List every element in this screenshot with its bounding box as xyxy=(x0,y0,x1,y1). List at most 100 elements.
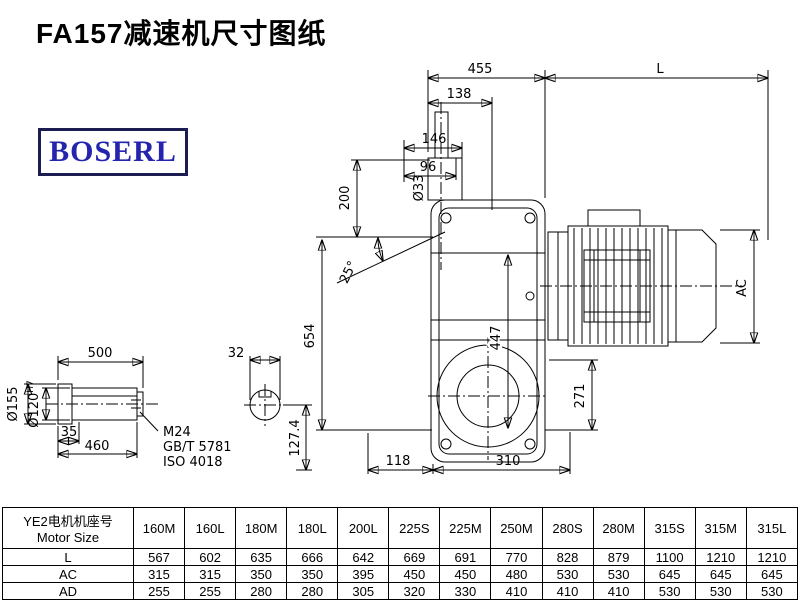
dim-label: 460 xyxy=(85,439,110,454)
value-cell: 770 xyxy=(490,548,543,566)
dim-AC: AC xyxy=(720,230,760,343)
bolt-hole xyxy=(440,438,452,450)
value-cell: 530 xyxy=(541,565,594,583)
dim-label: 200 xyxy=(338,186,353,211)
value-cell: 255 xyxy=(132,582,186,600)
dim-32: 32 xyxy=(228,346,280,400)
value-cell: 669 xyxy=(388,548,441,566)
angle-arc xyxy=(378,238,383,261)
value-cell: 315 xyxy=(184,565,237,583)
value-cell: 645 xyxy=(643,565,696,583)
value-cell: 450 xyxy=(388,565,441,583)
shaft-detail-view xyxy=(46,383,158,425)
value-cell: 642 xyxy=(337,548,390,566)
shaft-cross-section xyxy=(244,384,286,426)
motor-size-cell: 225M xyxy=(439,507,492,549)
dim-460: 460 xyxy=(58,422,137,458)
dim-label: L xyxy=(656,62,664,77)
row-label: AC xyxy=(2,565,134,583)
dim-25deg: 25° xyxy=(336,231,446,286)
dim-120h7: Ø120H7 xyxy=(26,380,70,428)
dim-label: 138 xyxy=(447,87,472,102)
dim-138: 138 xyxy=(428,87,492,210)
fan-cover xyxy=(667,229,717,343)
motor-size-cell: 250M xyxy=(490,507,543,549)
value-cell: 879 xyxy=(592,548,645,566)
row-label: L xyxy=(2,548,134,566)
dim-label: 35 xyxy=(61,425,78,440)
motor-size-cell: 280S xyxy=(541,507,594,549)
dim-shaft-diameter: Ø33 xyxy=(412,175,427,202)
row-label: AD xyxy=(2,582,134,600)
housing-outline xyxy=(430,199,546,463)
thread-standard-label: GB/T 5781 xyxy=(163,440,232,455)
value-cell: 602 xyxy=(184,548,237,566)
logo-text: BOSERL xyxy=(49,135,177,168)
value-cell: 450 xyxy=(439,565,492,583)
dim-label: 96 xyxy=(420,160,437,175)
boserl-logo: BOSERL xyxy=(38,128,188,176)
value-cell: 280 xyxy=(286,582,339,600)
value-cell: 530 xyxy=(745,582,799,600)
value-cell: 410 xyxy=(592,582,645,600)
bolt-hole xyxy=(524,212,536,224)
value-cell: 315 xyxy=(132,565,186,583)
dim-label: 127.4 xyxy=(288,419,303,456)
dim-310: 310 xyxy=(433,432,570,474)
gearbox-main-view xyxy=(427,102,548,463)
leader-line xyxy=(139,411,159,432)
value-cell: 395 xyxy=(337,565,390,583)
dim-654: 654 xyxy=(303,236,433,430)
motor-size-cell: 315S xyxy=(643,507,696,549)
dim-label: 118 xyxy=(386,454,411,469)
dim-127-4: 127.4 xyxy=(283,405,312,470)
dim-35: 35 xyxy=(58,422,79,458)
value-cell: 1100 xyxy=(643,548,696,566)
thread-iso-label: ISO 4018 xyxy=(163,455,223,470)
angle-line xyxy=(336,231,446,284)
value-cell: 645 xyxy=(694,565,747,583)
value-cell: 645 xyxy=(745,565,799,583)
thread-callout: M24 GB/T 5781 ISO 4018 xyxy=(139,411,232,470)
value-cell: 691 xyxy=(439,548,492,566)
motor-size-cell: 280M xyxy=(592,507,645,549)
value-cell: 828 xyxy=(541,548,594,566)
motor-size-cell: 200L xyxy=(337,507,390,549)
dim-label: AC xyxy=(735,279,750,297)
dim-155: Ø155 xyxy=(6,384,56,424)
dim-118: 118 xyxy=(368,433,433,474)
value-cell: 480 xyxy=(490,565,543,583)
value-cell: 635 xyxy=(235,548,288,566)
dim-455: 455 xyxy=(428,62,545,198)
bolt-hole xyxy=(525,291,535,301)
motor-view xyxy=(540,209,742,347)
motor-size-cell: 315M xyxy=(694,507,747,549)
dim-label: 271 xyxy=(573,384,588,409)
motor-size-cell: 180L xyxy=(286,507,339,549)
value-cell: 567 xyxy=(132,548,186,566)
dim-label: 447 xyxy=(489,326,504,351)
shaft-end-step xyxy=(136,391,144,417)
bolt-hole xyxy=(440,212,452,224)
motor-size-cell: 160M xyxy=(132,507,186,549)
winding-head xyxy=(639,311,651,323)
keyway-slot xyxy=(258,391,272,398)
dim-label: 654 xyxy=(303,324,318,349)
value-cell: 410 xyxy=(541,582,594,600)
value-cell: 1210 xyxy=(694,548,747,566)
motor-size-header-cn: YE2电机机座号 xyxy=(23,514,113,529)
terminal-box xyxy=(587,209,641,227)
thread-size-label: M24 xyxy=(163,425,191,440)
value-cell: 330 xyxy=(439,582,492,600)
motor-size-cell: 160L xyxy=(184,507,237,549)
bolt-hole xyxy=(524,438,536,450)
dim-label: 500 xyxy=(88,346,113,361)
dim-label: 310 xyxy=(496,454,521,469)
winding-head xyxy=(583,311,595,323)
value-cell: 350 xyxy=(235,565,288,583)
